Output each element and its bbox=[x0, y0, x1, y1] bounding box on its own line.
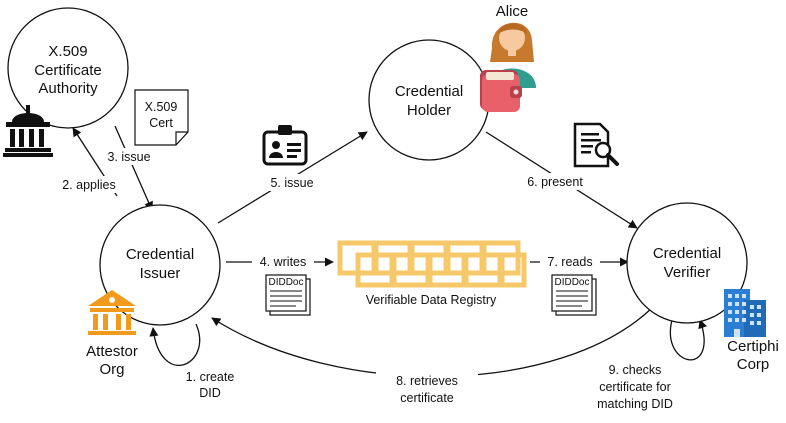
edge-checks bbox=[669, 319, 707, 361]
label-checks-1: 9. checks bbox=[609, 363, 662, 377]
certiphi-label-1: Certiphi bbox=[727, 338, 779, 355]
ca-label-2: Certificate bbox=[34, 62, 102, 79]
x509-cert-label-2: Cert bbox=[149, 116, 173, 130]
attestor-label-2: Org bbox=[99, 361, 124, 378]
label-checks-3: matching DID bbox=[597, 397, 673, 411]
label-writes: 4. writes bbox=[260, 255, 307, 269]
node-credential-issuer: Credential Issuer bbox=[99, 204, 221, 326]
verifier-label-2: Verifier bbox=[664, 264, 711, 281]
x509-cert-label-1: X.509 bbox=[145, 100, 178, 114]
label-applies: 2. applies bbox=[62, 178, 116, 192]
office-building-icon bbox=[724, 289, 766, 337]
node-credential-holder: Credential Holder bbox=[368, 39, 490, 161]
edge-retrieves bbox=[211, 307, 653, 378]
label-issue-credential: 5. issue bbox=[270, 176, 313, 190]
attestor-label-1: Attestor bbox=[86, 343, 138, 360]
diddoc-left: DIDDoc bbox=[265, 274, 311, 316]
node-certificate-authority: X.509 Certificate Authority bbox=[7, 7, 129, 129]
label-retrieves-2: certificate bbox=[400, 391, 454, 405]
x509-cert-document: X.509 Cert bbox=[134, 89, 189, 146]
label-present: 6. present bbox=[527, 175, 583, 189]
node-credential-verifier: Credential Verifier bbox=[626, 202, 748, 324]
government-building-icon bbox=[3, 105, 53, 157]
edge-labels: 3. issue 2. applies 5. issue 6. present … bbox=[55, 148, 682, 412]
registry-label: Verifiable Data Registry bbox=[366, 293, 497, 307]
edge-issue-cert bbox=[114, 125, 153, 211]
diddoc-right-label: DIDDoc bbox=[554, 277, 589, 288]
alice-label: Alice bbox=[496, 3, 529, 20]
issuer-label-1: Credential bbox=[126, 246, 194, 263]
label-issue-cert: 3. issue bbox=[107, 150, 150, 164]
ca-label-3: Authority bbox=[38, 80, 98, 97]
label-retrieves-1: 8. retrieves bbox=[396, 374, 458, 388]
diddoc-right: DIDDoc bbox=[551, 274, 597, 316]
holder-label-2: Holder bbox=[407, 102, 451, 119]
label-checks-2: certificate for bbox=[599, 380, 671, 394]
wallet-icon bbox=[480, 70, 522, 112]
document-search-icon bbox=[573, 122, 619, 168]
id-badge-icon bbox=[262, 125, 308, 166]
attestor-bank-icon bbox=[88, 290, 136, 335]
holder-label-1: Credential bbox=[395, 83, 463, 100]
verifier-label-1: Credential bbox=[653, 245, 721, 262]
certiphi-label-2: Corp bbox=[737, 356, 770, 373]
issuer-label-2: Issuer bbox=[140, 265, 181, 282]
label-reads: 7. reads bbox=[547, 255, 592, 269]
label-create-did-1: 1. create bbox=[186, 370, 235, 384]
diddoc-left-label: DIDDoc bbox=[268, 277, 303, 288]
verifiable-data-registry bbox=[337, 240, 527, 288]
edge-create-did bbox=[149, 323, 201, 366]
ca-label-1: X.509 bbox=[48, 43, 87, 60]
label-create-did-2: DID bbox=[199, 386, 221, 400]
